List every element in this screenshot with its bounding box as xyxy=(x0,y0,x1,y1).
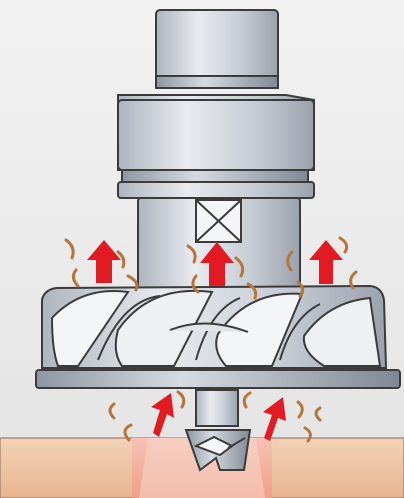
milling-cutter-icon xyxy=(36,286,400,388)
cutter-tip xyxy=(186,390,250,470)
